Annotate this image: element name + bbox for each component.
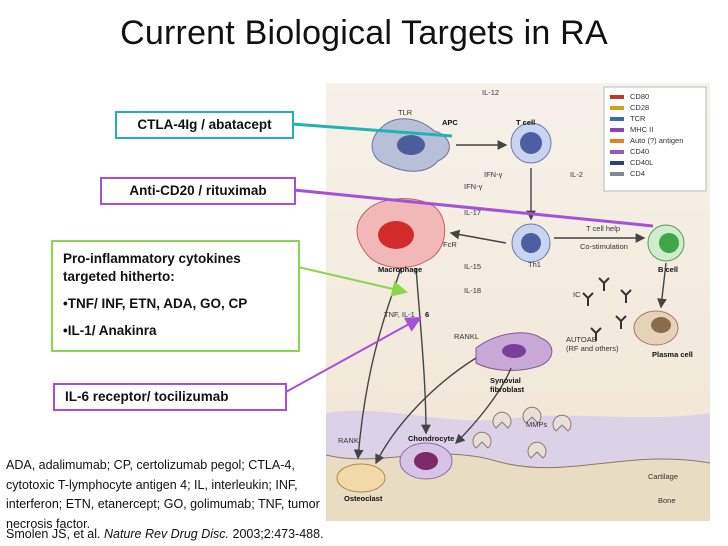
label-autoab-sub: (RF and others) [566,344,619,353]
callout-abatacept: CTLA-4Ig / abatacept [115,111,294,139]
callout-abatacept-text: CTLA-4Ig / abatacept [137,117,272,132]
label-osteoclast: Osteoclast [344,494,383,503]
label-ifng-2: IFN-γ [464,182,483,191]
label-tlr: TLR [398,108,413,117]
label-bone: Bone [658,496,676,505]
abbreviations-footnote: ADA, adalimumab; CP, certolizumab pegol;… [6,458,320,531]
label-fibroblast: fibroblast [490,385,525,394]
label-synovial: Synovial [490,376,521,385]
label-bcell: B cell [658,265,679,274]
label-il18: IL-18 [464,286,482,295]
label-mmps: MMPs [526,420,548,429]
label-il12: IL-12 [482,88,500,97]
legend-cd4: CD4 [630,169,646,178]
connector-tocilizumab [274,317,422,399]
label-plasma-cell: Plasma cell [652,350,693,359]
legend-cd40: CD40 [630,147,650,156]
connector-cytokines [297,266,408,297]
legend-cd40l: CD40L [630,158,654,167]
label-ifng-1: IFN-γ [484,170,503,179]
callout-cytokines-heading: Pro-inflammatory cytokines targeted hith… [63,251,241,284]
label-tcell-help: T cell help [586,224,621,233]
callout-rituximab: Anti-CD20 / rituximab [100,177,296,205]
citation-journal: Nature Rev Drug Disc. [103,527,230,541]
label-rankl: RANKL [454,332,480,341]
legend-cd28: CD28 [630,103,650,112]
label-il17: IL-17 [464,208,482,217]
label-rank: RANK [338,436,359,445]
label-chondrocyte: Chondrocyte [408,434,455,443]
legend-tcr: TCR [630,114,646,123]
legend-mhc2: MHC II [630,125,654,134]
callout-cytokines: Pro-inflammatory cytokines targeted hith… [51,240,300,352]
citation-details: 2003;2:473-488. [229,527,324,541]
label-cartilage: Cartilage [648,472,679,481]
callout-cytokines-item-il1: •IL-1/ Anakinra [63,323,157,338]
label-macrophage: Macrophage [378,265,423,274]
label-apc: APC [442,118,458,127]
citation: Smolen JS, et al. Nature Rev Drug Disc. … [6,527,324,541]
label-autoab: AUTOAB [566,335,597,344]
label-il2: IL-2 [570,170,583,179]
label-tcell: T cell [516,118,536,127]
label-tnf-il1: TNF, IL-1 [384,310,415,319]
label-costimulation: Co-stimulation [580,242,628,251]
legend-auto-antigen: Auto (?) antigen [630,136,684,145]
callout-tocilizumab-text: IL-6 receptor/ tocilizumab [65,389,229,404]
citation-authors: Smolen JS, et al. [6,527,104,541]
legend-cd80: CD80 [630,92,650,101]
callout-cytokines-item-tnf: •TNF/ INF, ETN, ADA, GO, CP [63,296,248,311]
callout-rituximab-text: Anti-CD20 / rituximab [129,183,267,198]
slide-title: Current Biological Targets in RA [120,14,608,52]
connector-abatacept [291,122,453,138]
label-ic: IC [573,290,581,299]
label-fcr: FcR [443,240,457,249]
label-il6: 6 [425,310,430,319]
label-il15: IL-15 [464,262,482,271]
callout-tocilizumab: IL-6 receptor/ tocilizumab [53,383,287,411]
connector-rituximab [293,188,654,228]
label-th1: Th1 [528,260,541,269]
ra-pathogenesis-figure [326,83,710,521]
